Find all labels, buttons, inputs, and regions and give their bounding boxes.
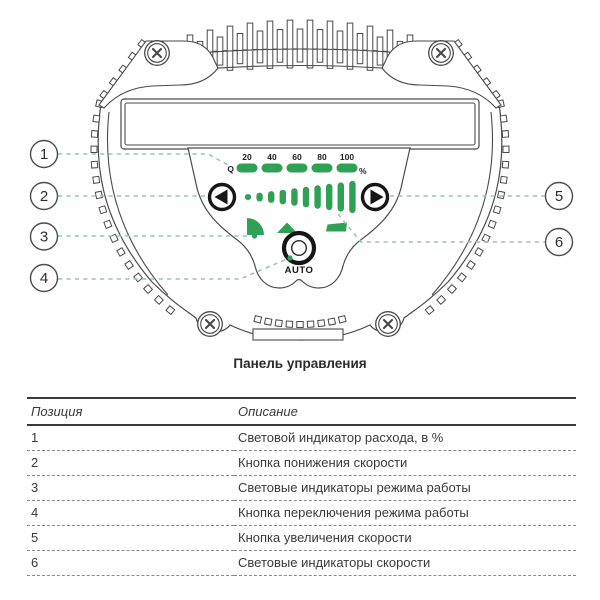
position-cell: 3 [27, 475, 234, 501]
percent-label: % [359, 166, 367, 176]
description-cell: Световые индикаторы режима работы [234, 475, 576, 501]
constant-curve-icon [326, 222, 347, 232]
display-window [120, 98, 480, 150]
callout-1: 1 [29, 139, 59, 169]
increase-speed-button [360, 182, 390, 212]
proportional-pressure-icon [247, 218, 264, 235]
description-cell: Световые индикаторы скорости [234, 550, 576, 576]
callout-5: 5 [544, 181, 574, 211]
position-cell: 4 [27, 500, 234, 526]
table-row: 2 Кнопка понижения скорости [27, 450, 576, 476]
table-row: 6 Световые индикаторы скорости [27, 550, 576, 576]
callout-number: 3 [40, 229, 48, 246]
arrow-left-icon [214, 189, 228, 205]
decrease-speed-button [207, 182, 237, 212]
callout-number: 6 [555, 234, 563, 251]
q-label: Q [227, 164, 234, 174]
screw-icon [427, 39, 455, 67]
table-row: 1 Световой индикатор расхода, в % [27, 425, 576, 451]
position-cell: 5 [27, 525, 234, 551]
constant-pressure-icon [277, 222, 297, 233]
tick-label: 40 [267, 152, 277, 162]
callout-number: 2 [40, 188, 48, 205]
table-header-row: Позиция Описание [27, 398, 576, 426]
description-cell: Световой индикатор расхода, в % [234, 425, 576, 451]
tick-label: 20 [242, 152, 252, 162]
position-cell: 1 [27, 425, 234, 451]
callout-2: 2 [29, 181, 59, 211]
callout-number: 1 [40, 146, 48, 163]
arrow-right-icon [370, 189, 384, 205]
leader-dot [287, 255, 293, 261]
callout-3: 3 [29, 222, 59, 251]
position-cell: 6 [27, 550, 234, 576]
tick-label: 60 [292, 152, 302, 162]
description-cell: Кнопка увеличения скорости [234, 525, 576, 551]
flow-led-segments [236, 163, 358, 173]
screw-icon [374, 310, 402, 338]
tick-label: 80 [317, 152, 327, 162]
callout-4: 4 [29, 263, 59, 293]
callout-number: 5 [555, 188, 563, 205]
callout-number: 4 [40, 270, 48, 287]
legend-table: Позиция Описание 1 Световой индикатор ра… [27, 397, 576, 576]
callout-6: 6 [544, 227, 574, 257]
speed-led-bars [244, 180, 356, 213]
figure-caption: Панель управления [233, 356, 367, 371]
bottom-bracket [252, 328, 344, 341]
body-inner-edge-left [106, 111, 169, 296]
callout-leader-lines [58, 153, 545, 280]
description-cell: Кнопка переключения режима работы [234, 500, 576, 526]
table-row: 5 Кнопка увеличения скорости [27, 525, 576, 551]
corner-plate-right [381, 40, 502, 109]
tick-label: 100 [340, 152, 354, 162]
mode-indicator-icons [247, 218, 347, 235]
screw-icon [143, 39, 171, 67]
edge-teeth [90, 38, 510, 328]
leader-dot [251, 233, 258, 239]
position-cell: 2 [27, 450, 234, 476]
column-header-position: Позиция [27, 398, 234, 426]
corner-plate-left [98, 40, 219, 109]
description-cell: Кнопка понижения скорости [234, 450, 576, 476]
auto-label: AUTO [285, 265, 314, 276]
pump-control-panel-figure: 20 40 60 80 100 Q % [29, 19, 574, 341]
table-row: 3 Световые индикаторы режима работы [27, 475, 576, 501]
screw-icon [196, 310, 224, 338]
flow-indicator-scale: 20 40 60 80 100 Q % [227, 152, 367, 176]
auto-mode-button: AUTO [281, 230, 317, 276]
table-row: 4 Кнопка переключения режима работы [27, 500, 576, 526]
column-header-description: Описание [234, 398, 576, 426]
body-inner-edge-right [431, 111, 494, 296]
